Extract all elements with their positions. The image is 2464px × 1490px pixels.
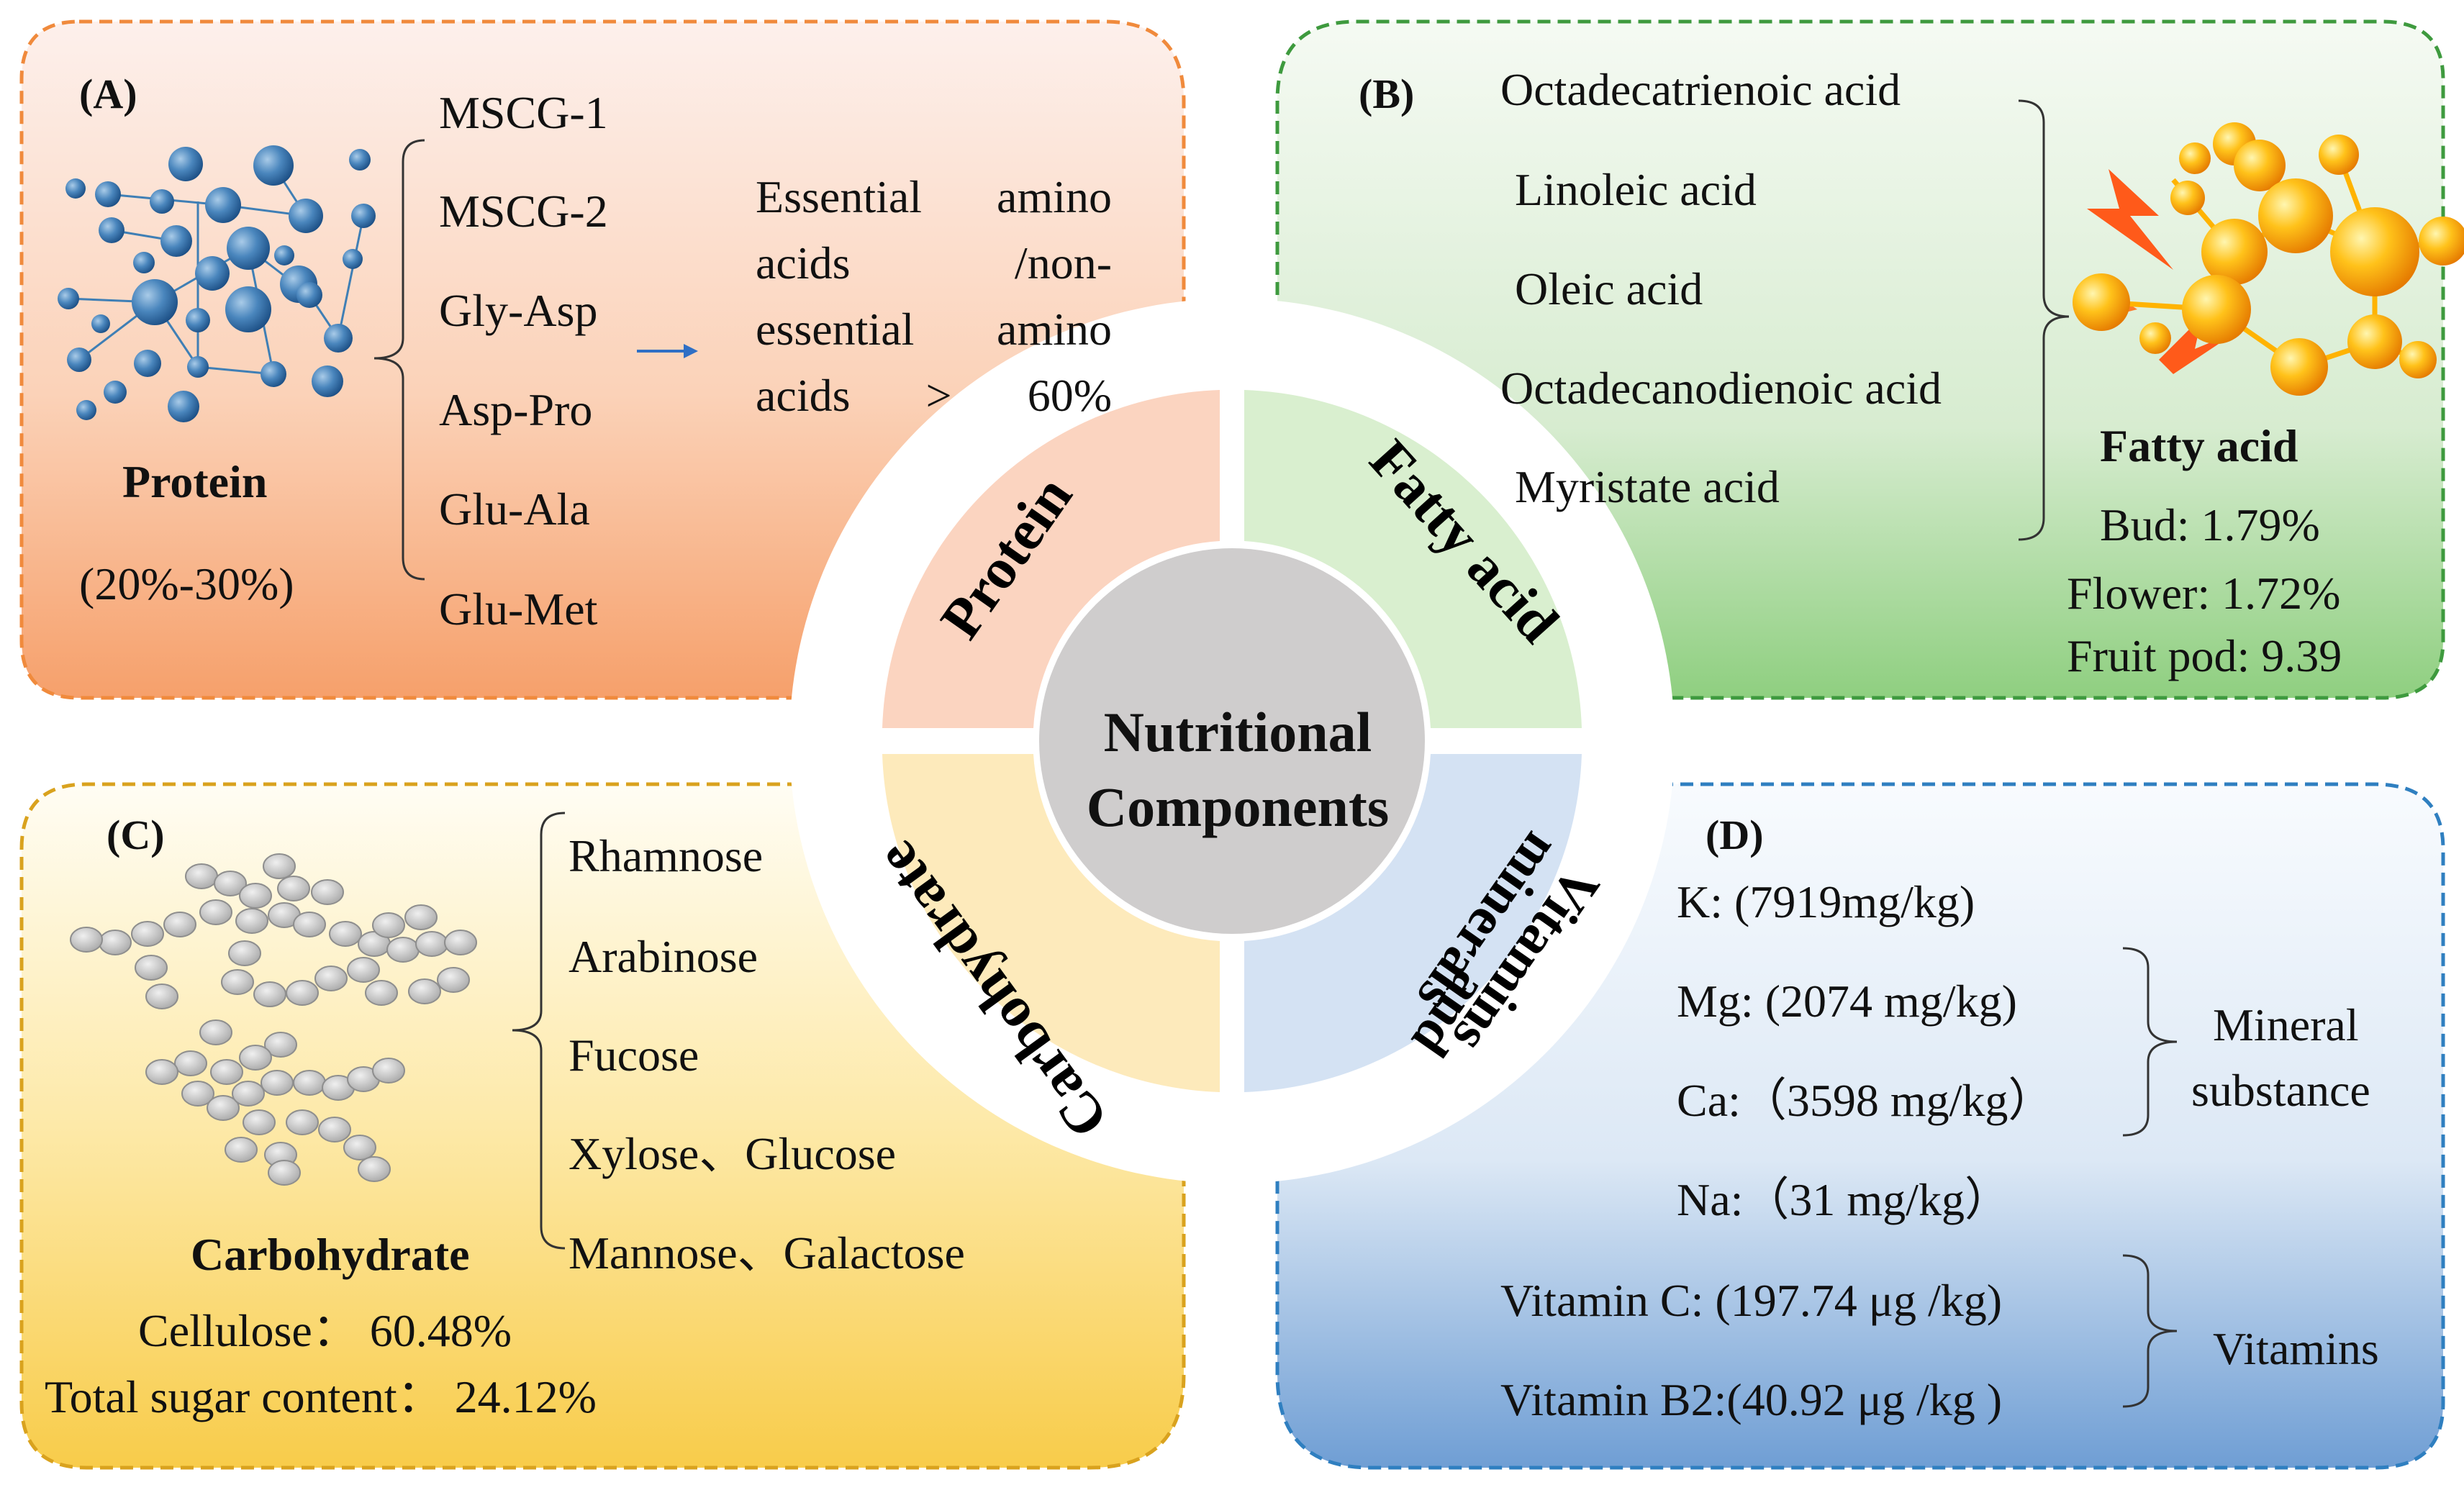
carbohydrate-item-5: Mannose、Galactose [569, 1227, 965, 1278]
protein-title: Protein [122, 456, 268, 507]
mineral-mg: Mg: (2074 mg/kg) [1677, 976, 2017, 1027]
ring-quadrant-vitamins [1244, 754, 1582, 1092]
fatty-acid-stat-flower: Flower: 1.72% [2067, 568, 2341, 619]
fatty-acid-item-4: Octadecanodienoic acid [1500, 363, 1942, 414]
carbohydrate-stat-cellulose: Cellulose： 60.48% [138, 1305, 512, 1356]
panel-a-tag: (A) [79, 71, 137, 117]
protein-item-1: MSCG-1 [439, 87, 608, 138]
fatty-acid-item-2: Linoleic acid [1515, 164, 1757, 215]
brace-vitamins [2122, 1254, 2178, 1408]
protein-item-6: Glu-Met [439, 583, 598, 635]
carbohydrate-item-3: Fucose [569, 1030, 699, 1081]
ring-quadrant-fatty-acid [1244, 390, 1582, 728]
mineral-group-label-1: Mineral [2213, 999, 2359, 1050]
protein-molecule-spheres [58, 145, 376, 422]
protein-item-2: MSCG-2 [439, 186, 608, 237]
fatty-acid-item-1: Octadecatrienoic acid [1500, 64, 1901, 115]
vitamin-group-label: Vitamins [2213, 1323, 2379, 1374]
fatty-acid-stat-bud: Bud: 1.79% [2100, 499, 2320, 550]
ring-quadrant-carbohydrate [882, 754, 1220, 1092]
ring-quadrant-protein [882, 390, 1220, 728]
center-title-line-1: Nutritional [1103, 701, 1372, 763]
protein-item-4: Asp-Pro [439, 384, 593, 435]
amino-note-line-2: acids /non- [756, 237, 1112, 289]
panel-b-tag: (B) [1359, 71, 1415, 117]
brace-fatty-acid [2018, 99, 2070, 541]
fatty-acid-item-3: Oleic acid [1515, 263, 1703, 314]
carbohydrate-item-2: Arabinose [569, 931, 758, 982]
carbohydrate-item-1: Rhamnose [569, 830, 764, 881]
brace-protein [373, 139, 425, 581]
carbohydrate-stat-total-sugar: Total sugar content： 24.12% [45, 1371, 597, 1422]
panel-c-tag: (C) [107, 812, 165, 858]
fatty-acid-item-5: Myristate acid [1515, 461, 1780, 512]
center-title: Nutritional Components [1007, 695, 1468, 845]
mineral-group-label-2: substance [2191, 1065, 2370, 1116]
brace-mineral [2122, 947, 2178, 1137]
fatty-acid-molecule-icon [2073, 122, 2464, 396]
mineral-na: Na:（31 mg/kg） [1677, 1174, 2011, 1225]
brace-carbohydrate [512, 812, 566, 1250]
arrow-icon [637, 344, 698, 358]
mineral-ca: Ca:（3598 mg/kg） [1677, 1075, 2055, 1126]
carbohydrate-chain-icon [70, 853, 477, 1186]
fatty-acid-stat-fruit-pod: Fruit pod: 9.39 [2067, 630, 2342, 681]
protein-item-3: Gly-Asp [439, 285, 598, 336]
amino-note-line-3: essential amino [756, 304, 1112, 355]
carbohydrate-item-4: Xylose、Glucose [569, 1128, 897, 1179]
ring [789, 299, 1675, 1184]
carbohydrate-title: Carbohydrate [191, 1229, 470, 1280]
amino-note-line-4: acids > 60% [756, 370, 1112, 421]
fatty-acid-title: Fatty acid [2100, 420, 2298, 471]
protein-range: (20%-30%) [79, 558, 294, 609]
vitamin-b2: Vitamin B2:(40.92 μg /kg ) [1500, 1374, 2003, 1425]
protein-item-5: Glu-Ala [439, 483, 590, 535]
mineral-k: K: (7919mg/kg) [1677, 876, 1975, 927]
vitamin-c: Vitamin C: (197.74 μg /kg) [1500, 1275, 2003, 1326]
amino-acid-note: Essential amino acids /non- essential am… [756, 164, 1112, 429]
amino-note-line-1: Essential amino [756, 171, 1112, 222]
panel-d-tag: (D) [1706, 812, 1764, 858]
center-title-line-2: Components [1086, 776, 1390, 838]
center-circle [1039, 548, 1425, 934]
